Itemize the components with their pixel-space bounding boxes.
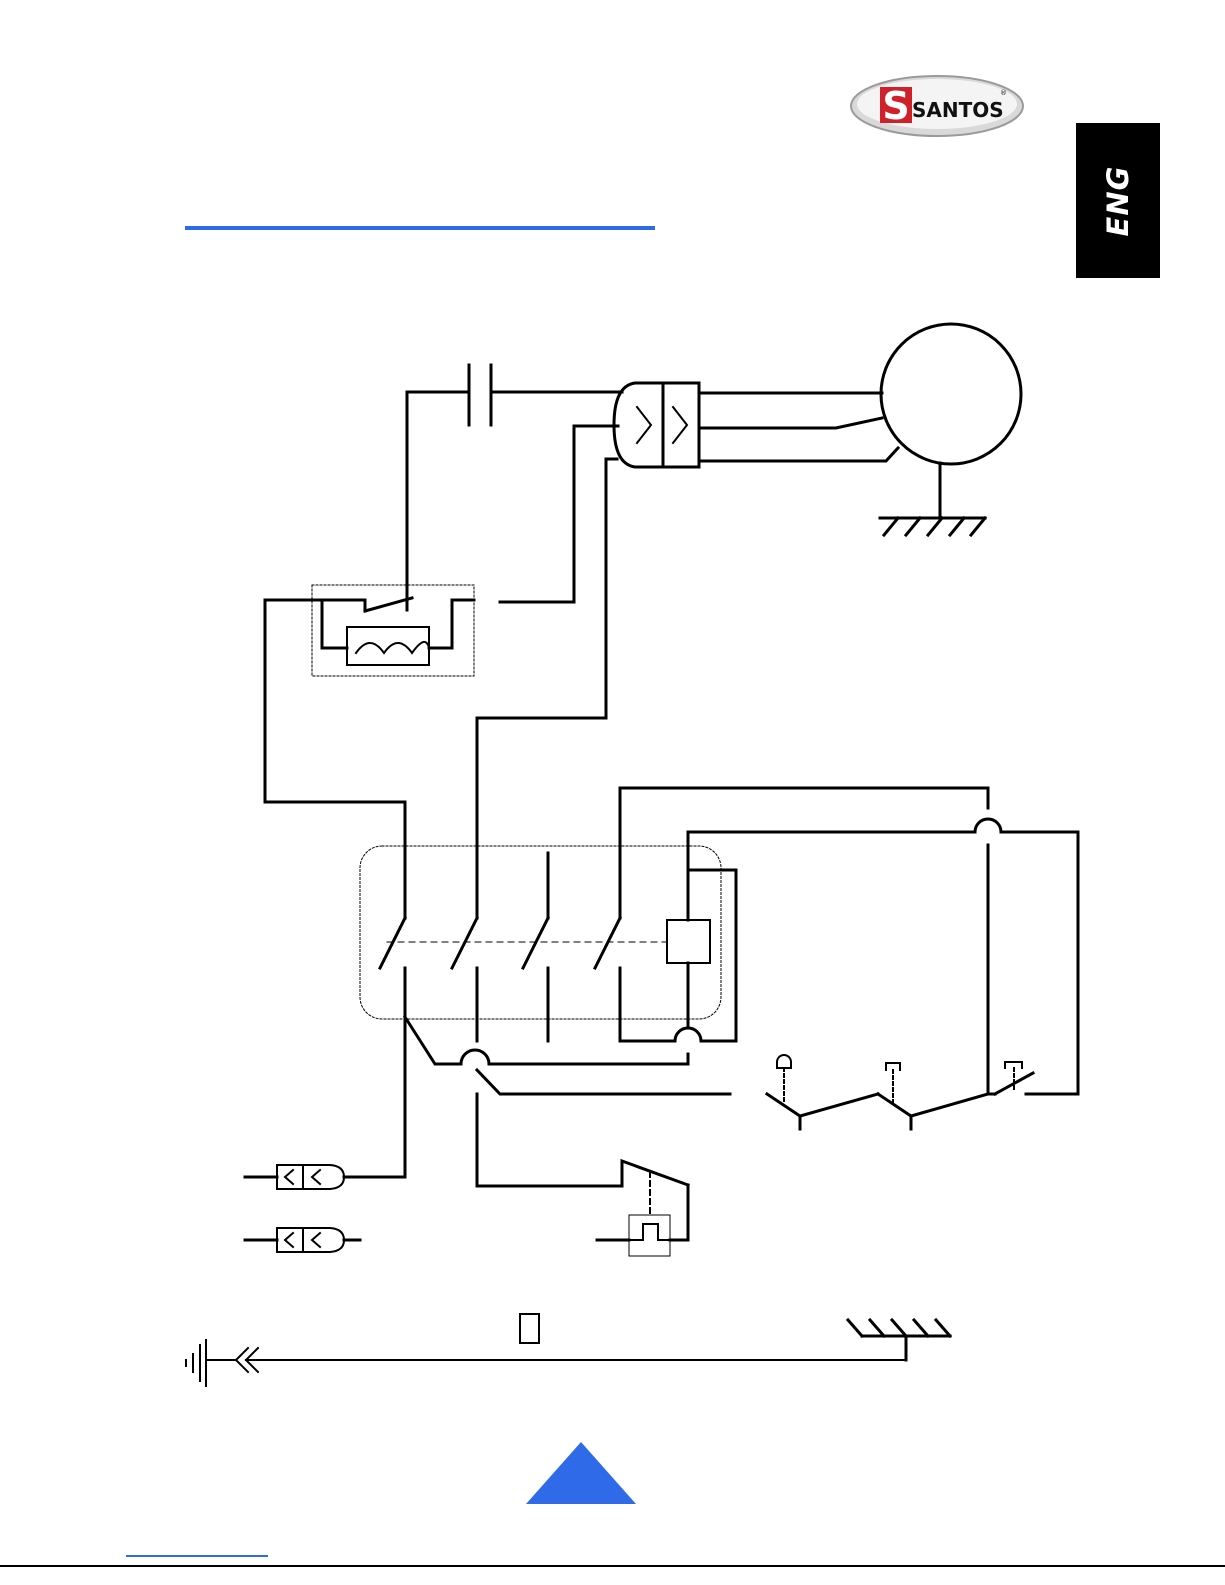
- footer-link-underline[interactable]: [126, 1555, 268, 1557]
- capacitor-symbol: [469, 365, 491, 425]
- plug-connector-symbol-top: [245, 1017, 405, 1189]
- placeholder-glyph-box: [520, 1314, 539, 1343]
- contactor-symbol: [360, 846, 721, 1041]
- connector-wires: [477, 426, 618, 918]
- safety-switch-symbol: [477, 1094, 688, 1256]
- bottom-rule: [0, 1565, 1225, 1567]
- control-wires: [405, 788, 1078, 1094]
- motor-ground-symbol: [880, 518, 985, 535]
- connector-symbol: [614, 383, 699, 467]
- motor-symbol: [699, 324, 1021, 518]
- stop-push-button-symbol: [767, 1055, 878, 1129]
- plug-connector-symbol-bottom: [245, 1228, 360, 1252]
- start-push-button-symbol: [878, 1063, 988, 1129]
- auxiliary-switch-symbol: [988, 1062, 1033, 1094]
- thermal-protector-symbol: [265, 585, 474, 676]
- page-up-triangle-icon[interactable]: [526, 1442, 636, 1504]
- earth-symbol: [186, 1320, 950, 1386]
